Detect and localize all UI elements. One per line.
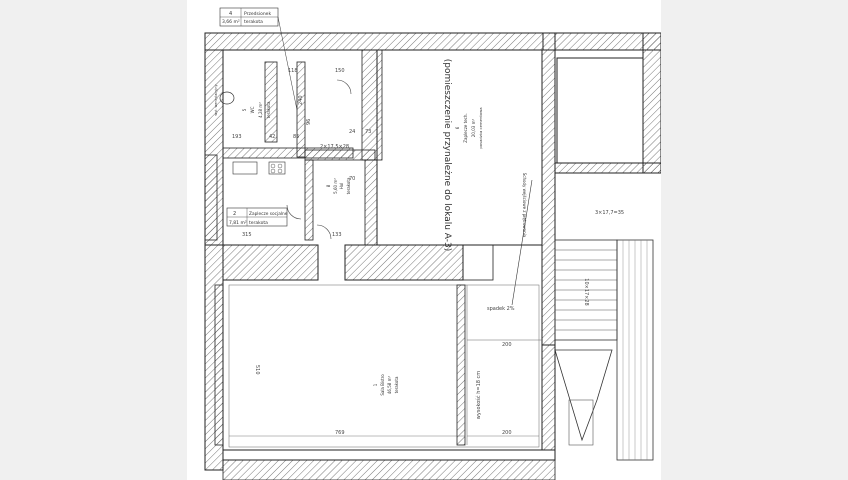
room-1-number: 1 xyxy=(373,383,378,386)
dim-label: 70 xyxy=(349,176,355,182)
room-1-floor: terakota xyxy=(394,376,399,393)
wall-annex-right xyxy=(642,32,661,174)
wall-mid-left xyxy=(222,244,319,281)
room-4-floor: terakota xyxy=(244,19,263,25)
elevation-note: wysokość h=18 cm xyxy=(475,371,482,419)
room-1-area: 46,58 m² xyxy=(387,375,392,394)
adjacent-room-note: (pomieszczenie przynależne do lokalu A-3… xyxy=(442,59,452,251)
dim-label: 118 xyxy=(288,68,298,74)
wall-hall-right xyxy=(541,344,556,451)
dim-label: 85 xyxy=(293,134,299,140)
wall-bottom-hatch xyxy=(222,459,556,480)
dim-label: 2×17,5×28 xyxy=(320,144,349,150)
room-6-outline xyxy=(376,49,543,246)
wall-top-right xyxy=(542,32,556,51)
room-5-name: WC xyxy=(250,106,255,113)
room-4-name: Przedsionek xyxy=(244,11,271,17)
stair-treads xyxy=(555,249,617,331)
wall-right-inner xyxy=(541,49,556,346)
wall-mid-right xyxy=(344,244,464,281)
sink-fixture xyxy=(232,161,258,175)
partition-v-left xyxy=(204,154,218,241)
dim-label: 24 xyxy=(349,129,355,135)
partition-v-hall xyxy=(296,61,306,158)
stairs-label: Schody wejściowe z piętrowania xyxy=(522,173,527,238)
room-6-area: 20,03 m² xyxy=(471,118,476,137)
dim-label: 240 xyxy=(298,95,304,105)
dim-label: 193 xyxy=(232,134,242,140)
slope-note: spadek 2% xyxy=(487,306,515,312)
floor-plan-sheet: 4 Przedsionek 3,66 m² terakota 2 Zaplecz… xyxy=(187,0,661,480)
dim-label: 315 xyxy=(242,232,252,238)
door-swing-1 xyxy=(336,79,352,95)
door-swing-3 xyxy=(316,224,332,240)
room-6-floor: posadzka cementowa xyxy=(478,107,483,148)
wall-bottom xyxy=(222,449,556,461)
wall-mid-gap xyxy=(462,244,494,281)
stairs-dim: 3×17,7=35 xyxy=(595,210,624,216)
partition-v-hol xyxy=(364,159,378,246)
room-8-number: 8 xyxy=(326,184,331,187)
door-swing-2 xyxy=(286,204,302,220)
room-4-area: 3,66 m² xyxy=(222,19,240,25)
room-4-leader xyxy=(277,16,298,111)
partition-h2 xyxy=(304,149,376,161)
room-5-floor: terakota xyxy=(266,101,271,118)
floor-plan-drawing: 4 Przedsionek 3,66 m² terakota 2 Zaplecz… xyxy=(204,7,661,480)
room-8-floor: terakota xyxy=(346,177,351,194)
stairs-dim-2: 10×17×28 xyxy=(583,278,589,305)
stair-leader-line xyxy=(511,179,533,306)
ramp-lines xyxy=(622,240,648,460)
winding-stair xyxy=(554,349,613,442)
dim-label: 96 xyxy=(306,119,312,125)
room-5-area: 4,28 m² xyxy=(258,102,263,118)
room-8-name: Hol xyxy=(339,183,344,190)
dim-label: 510 xyxy=(254,365,260,375)
room-6-name: Zaplecze tech. xyxy=(463,113,468,142)
stair-landing xyxy=(568,399,594,446)
room-1-outline xyxy=(228,284,540,448)
dim-label: 42 xyxy=(269,134,275,140)
dim-label: 150 xyxy=(335,68,345,74)
column-left xyxy=(214,284,224,446)
partition-v-center xyxy=(361,49,383,161)
room-2-number: 2 xyxy=(233,211,236,217)
room-label-4: 4 Przedsionek 3,66 m² terakota xyxy=(219,7,279,27)
room-label-2: 2 Zaplecze socjalne 7,81 m² terakota xyxy=(226,207,288,227)
room-6-number: 6 xyxy=(455,126,460,129)
dim-label: 200 xyxy=(502,342,512,348)
room-8-area: 5,60 m² xyxy=(333,178,338,194)
partition-v-wc xyxy=(264,61,278,143)
dim-label: 133 xyxy=(332,232,342,238)
partition-v-kitchen xyxy=(304,159,314,241)
dim-label: 73 xyxy=(365,129,371,135)
column-mid xyxy=(456,284,466,446)
wall-top-annex xyxy=(554,32,661,51)
stove-fixture xyxy=(268,161,286,175)
room-2-floor: terakota xyxy=(249,220,268,226)
room-1-name: Sala Bistro xyxy=(380,374,385,396)
room-5-number: 5 xyxy=(242,108,247,111)
vent-note: wył. wentylacyjny xyxy=(214,84,218,115)
dim-label: 200 xyxy=(502,430,512,436)
room-2-area: 7,81 m² xyxy=(229,220,247,226)
room-2-name: Zaplecze socjalne xyxy=(249,211,288,217)
wall-annex-bottom xyxy=(554,162,661,174)
dim-label: 769 xyxy=(335,430,345,436)
wall-top xyxy=(204,32,544,51)
toilet-fixture xyxy=(219,91,235,105)
room-4-number: 4 xyxy=(229,11,232,17)
annex-room xyxy=(556,57,644,164)
